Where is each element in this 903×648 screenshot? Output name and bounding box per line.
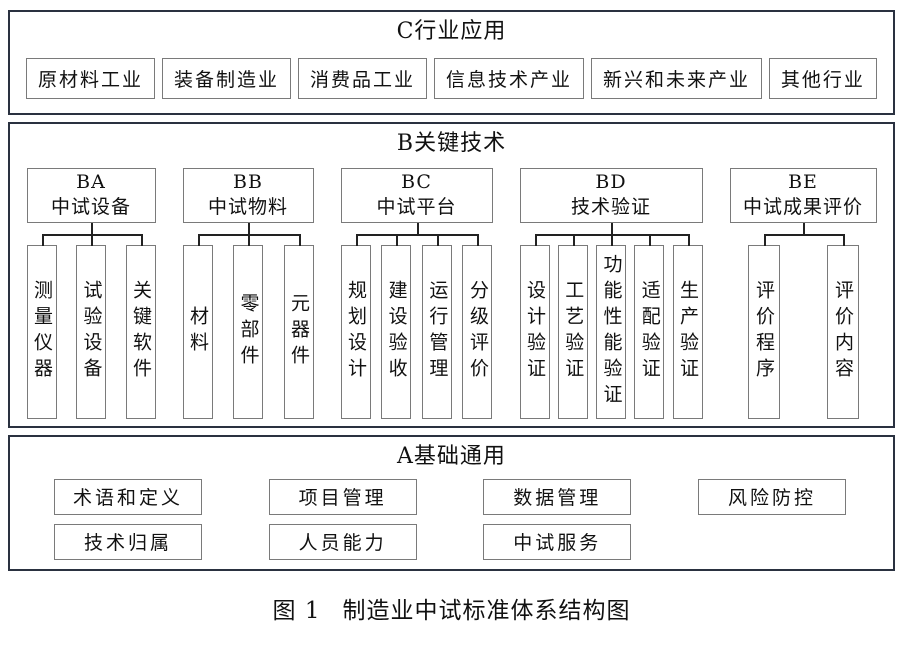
section-b-key-technology: B关键技术 BA 中试设备 测量仪器 试验设备 关键软件 [8,122,895,428]
child-box-components: 元器件 [283,233,314,419]
child-label: 评价内容 [832,279,854,384]
child-box-test-equipment: 试验设备 [76,233,106,419]
child-box-adaptation-verification: 适配验证 [634,233,665,419]
section-a-row-2: 技术归属 人员能力 中试服务 [54,523,846,560]
child-label: 建设验收 [385,279,408,384]
child-box-materials: 材料 [182,233,213,419]
section-a-basic-general: A基础通用 术语和定义 项目管理 数据管理 风险防控 技术归属 人员能力 中试服… [8,435,895,571]
parent-name-bd: 技术验证 [570,196,651,218]
industry-box-consumer-goods: 消费品工业 [297,57,427,99]
section-a-row-1: 术语和定义 项目管理 数据管理 风险防控 [54,478,846,515]
parent-name-ba: 中试设备 [50,196,131,218]
child-box-production-verification: 生产验证 [672,233,703,419]
basic-box-terms-definitions: 术语和定义 [54,478,202,515]
children-row-bb: 材料 零部件 元器件 [182,233,314,419]
child-label: 工艺验证 [562,279,585,384]
figure-caption: 图 1 制造业中试标准体系结构图 [8,591,895,625]
subtree-bc-pilot-platform: BC 中试平台 规划设计 建设验收 运行管理 分级评价 [340,167,493,419]
subtree-bb-pilot-materials: BB 中试物料 材料 零部件 元器件 [182,167,314,419]
connector-be [730,222,877,245]
connector-horizontal-line [763,233,843,236]
basic-box-risk-control: 风险防控 [697,478,846,515]
basic-box-project-management: 项目管理 [268,478,417,515]
child-label: 分级评价 [466,279,489,384]
parent-code-be: BE [788,171,818,194]
child-box-grading-evaluation: 分级评价 [462,233,493,419]
parent-code-bd: BD [595,171,627,194]
child-box-evaluation-content: 评价内容 [826,233,859,419]
child-label: 试验设备 [80,279,103,384]
industry-box-equipment-manufacturing: 装备制造业 [161,57,291,99]
figure-caption-number: 图 1 [272,598,321,624]
child-box-process-verification: 工艺验证 [557,233,588,419]
child-label: 零部件 [237,292,260,371]
subtree-ba-pilot-equipment: BA 中试设备 测量仪器 试验设备 关键软件 [26,167,156,419]
basic-box-pilot-service: 中试服务 [483,523,632,560]
child-label: 适配验证 [638,279,661,384]
parent-box-be: BE 中试成果评价 [729,167,877,223]
basic-box-technology-attribution: 技术归属 [54,523,202,560]
connector-parent-stub [416,222,419,235]
basic-box-personnel-capability: 人员能力 [268,523,417,560]
figure-page: C行业应用 原材料工业 装备制造业 消费品工业 信息技术产业 新兴和未来产业 其… [8,10,895,625]
child-box-planning-design: 规划设计 [340,233,371,419]
child-box-design-verification: 设计验证 [519,233,550,419]
child-box-operation-management: 运行管理 [421,233,452,419]
connector-parent-stub [91,222,93,235]
child-label: 生产验证 [677,279,699,384]
child-box-function-performance-verification: 功能性能验证 [596,233,626,419]
connector-parent-stub [611,222,613,235]
industry-box-other: 其他行业 [768,57,877,99]
subtree-bd-technical-verification: BD 技术验证 设计验证 工艺验证 功能性能验证 适配验证 生产验证 [519,167,703,419]
child-label: 关键软件 [130,279,152,384]
children-row-bc: 规划设计 建设验收 运行管理 分级评价 [340,233,493,419]
child-label: 测量仪器 [31,279,53,384]
child-label: 设计验证 [524,279,546,384]
industry-box-raw-materials: 原材料工业 [26,57,156,99]
section-b-title: B关键技术 [396,131,507,156]
children-row-bd: 设计验证 工艺验证 功能性能验证 适配验证 生产验证 [519,233,703,419]
connector-parent-stub [248,222,250,235]
child-box-evaluation-procedure: 评价程序 [747,233,780,419]
parent-name-bb: 中试物料 [207,196,288,218]
parent-code-ba: BA [76,171,106,194]
child-label: 运行管理 [426,279,449,384]
child-box-construction-acceptance: 建设验收 [381,233,412,419]
child-box-key-software: 关键软件 [125,233,156,419]
section-c-industry-application: C行业应用 原材料工业 装备制造业 消费品工业 信息技术产业 新兴和未来产业 其… [8,10,895,115]
parent-box-bb: BB 中试物料 [182,167,314,223]
child-label: 元器件 [288,292,310,371]
section-a-box-grid: 术语和定义 项目管理 数据管理 风险防控 技术归属 人员能力 中试服务 [10,471,893,560]
child-box-parts: 零部件 [233,233,263,419]
child-label: 功能性能验证 [600,253,623,410]
parent-name-bc: 中试平台 [376,196,457,218]
child-label: 评价程序 [753,279,775,384]
child-label: 规划设计 [345,279,367,384]
parent-name-be: 中试成果评价 [742,196,863,218]
section-c-title: C行业应用 [396,19,507,44]
children-row-be: 评价程序 评价内容 [730,233,877,419]
parent-code-bb: BB [233,171,263,194]
basic-box-data-management: 数据管理 [483,478,632,515]
figure-caption-text: 制造业中试标准体系结构图 [342,598,631,624]
parent-code-bc: BC [401,171,432,194]
industry-box-emerging-future: 新兴和未来产业 [590,57,762,99]
child-label: 材料 [187,305,209,358]
section-b-subtree-row: BA 中试设备 测量仪器 试验设备 关键软件 BB 中试物料 [10,167,893,419]
children-row-ba: 测量仪器 试验设备 关键软件 [26,233,156,419]
section-a-title: A基础通用 [397,444,506,469]
subtree-be-pilot-result-evaluation: BE 中试成果评价 评价程序 评价内容 [729,167,877,419]
connector-bc [341,222,493,245]
parent-box-ba: BA 中试设备 [26,167,156,223]
section-c-box-row: 原材料工业 装备制造业 消费品工业 信息技术产业 新兴和未来产业 其他行业 [10,46,893,99]
child-box-measuring-instruments: 测量仪器 [26,233,57,419]
parent-box-bc: BC 中试平台 [340,167,493,223]
parent-box-bd: BD 技术验证 [519,167,703,223]
connector-parent-stub [803,222,805,235]
industry-box-information-technology: 信息技术产业 [433,57,584,99]
connector-horizontal-line [355,233,478,236]
